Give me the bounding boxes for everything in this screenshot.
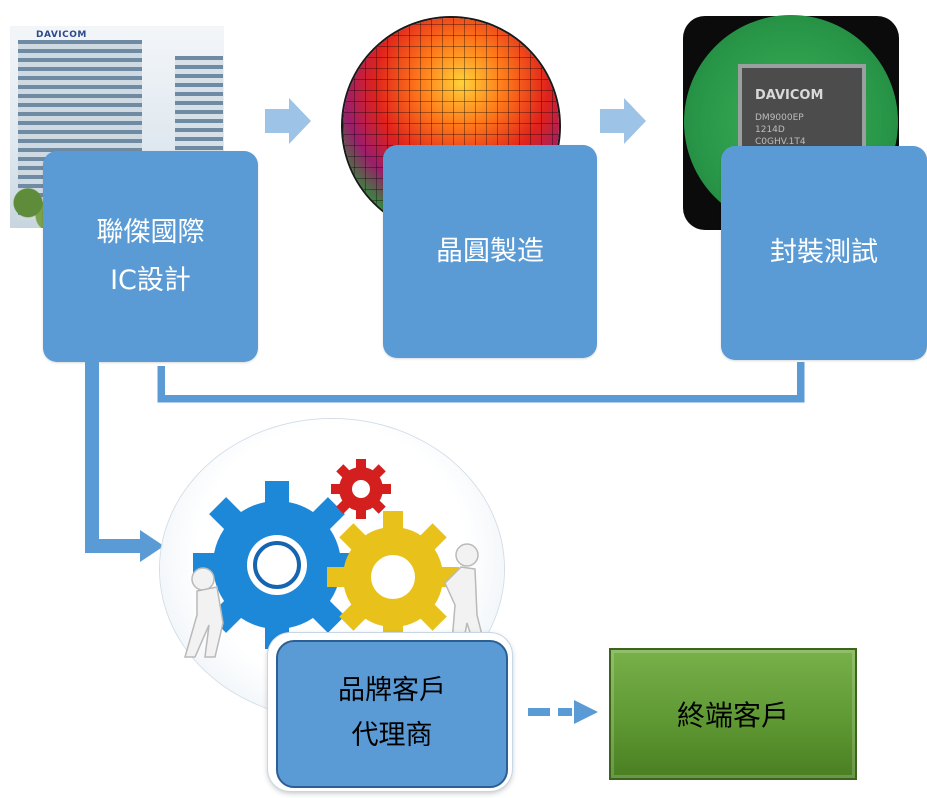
chip-code-label: DM9000EP 1214D C0GHV.1T4 [755, 113, 806, 148]
end-customers-box: 終端客戶 [609, 648, 857, 780]
brand-customers-distributors-box: 品牌客戶 代理商 [276, 640, 508, 788]
ic-design-line2: IC設計 [110, 264, 191, 296]
wafer-manufacturing-label: 晶圓製造 [436, 235, 544, 267]
return-connector [157, 362, 805, 403]
dashed-arrow-icon [528, 700, 598, 724]
design-to-partners-connector [85, 362, 164, 562]
ic-design-box: 聯傑國際 IC設計 [43, 151, 258, 362]
packaging-testing-box: 封裝測試 [721, 146, 927, 360]
packaging-testing-label: 封裝測試 [770, 237, 878, 269]
wafer-manufacturing-box: 晶圓製造 [383, 145, 597, 358]
ic-design-line1: 聯傑國際 [96, 217, 205, 249]
company-building-photo: DAVICOM [10, 26, 224, 228]
brand-customers-line1: 品牌客戶 [338, 675, 446, 707]
chip-brand-label: DAVICOM [755, 88, 824, 103]
brand-customers-line2: 代理商 [351, 720, 433, 751]
end-customers-label: 終端客戶 [676, 699, 789, 732]
arrow-right-icon [600, 98, 646, 144]
building-logo: DAVICOM [36, 30, 87, 40]
arrow-right-icon [265, 98, 311, 144]
